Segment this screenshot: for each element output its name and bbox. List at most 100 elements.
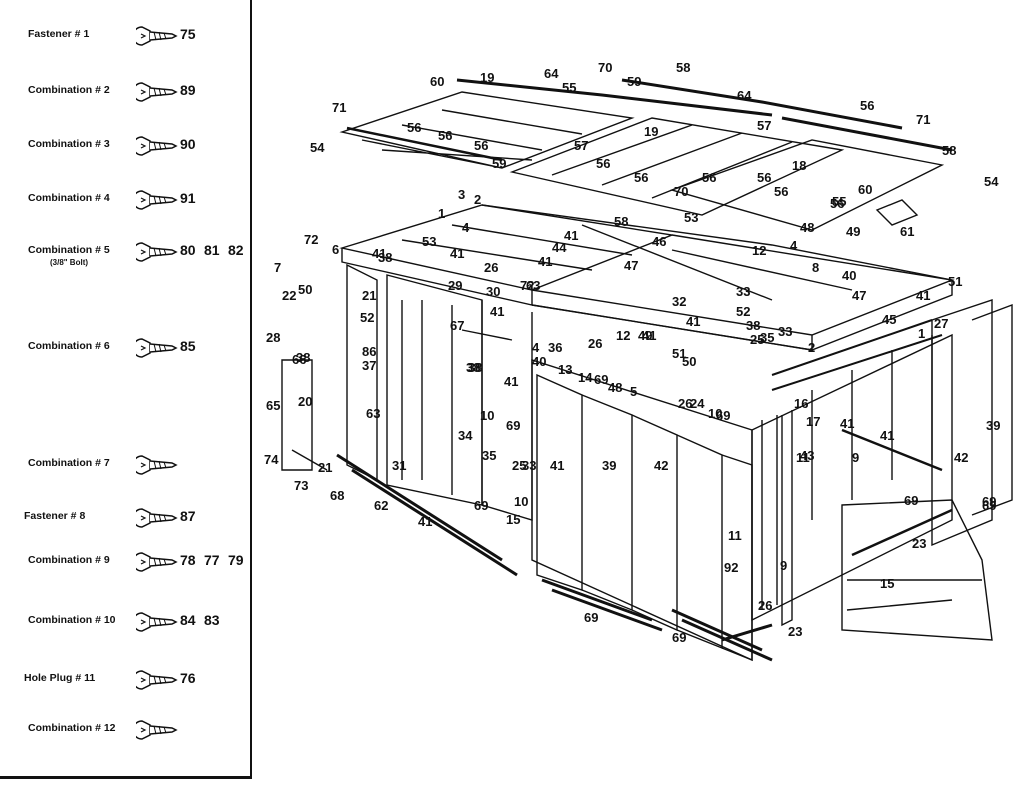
legend-part-number: 75: [180, 26, 196, 42]
part-callout: 10: [514, 494, 528, 509]
part-callout: 33: [736, 284, 750, 299]
legend-sublabel: (3/8" Bolt): [50, 258, 89, 267]
part-callout: 40: [842, 268, 856, 283]
part-callout: 26: [484, 260, 498, 275]
part-callout: 69: [982, 498, 996, 513]
part-callout: 69: [584, 610, 598, 625]
part-callout: 2: [808, 340, 815, 355]
screw-icon: [136, 670, 178, 690]
part-callout: 26: [678, 396, 692, 411]
part-callout: 41: [642, 328, 656, 343]
legend-part-number: 90: [180, 136, 196, 152]
part-callout: 6: [332, 242, 339, 257]
part-callout: 4: [532, 340, 540, 355]
part-callout: 72: [304, 232, 318, 247]
part-callout: 48: [608, 380, 622, 395]
part-callout: 58: [676, 60, 690, 75]
part-callout: 56: [860, 98, 874, 113]
part-callout: 39: [986, 418, 1000, 433]
part-callout: 53: [422, 234, 436, 249]
part-callout: 46: [652, 234, 666, 249]
part-callout: 41: [916, 288, 930, 303]
screw-icon: [136, 552, 178, 572]
part-callout: 8: [812, 260, 819, 275]
part-callout: 5: [630, 384, 637, 399]
legend-part-number: 81: [204, 242, 220, 258]
part-callout: 1: [918, 326, 925, 341]
part-callout: 57: [574, 138, 588, 153]
legend-part-number: 83: [204, 612, 220, 628]
part-callout: 51: [672, 346, 686, 361]
part-callout: 41: [490, 304, 504, 319]
part-callout: 43: [800, 448, 814, 463]
part-callout: 15: [506, 512, 520, 527]
legend-label: Combination # 9: [28, 554, 110, 566]
part-callout: 48: [800, 220, 814, 235]
part-callout: 69: [594, 372, 608, 387]
legend-part-number: 89: [180, 82, 196, 98]
screw-icon: [136, 455, 178, 475]
part-callout: 51: [948, 274, 962, 289]
legend-label: Combination # 3: [28, 138, 110, 150]
part-callout: 38: [378, 250, 392, 265]
part-callout: 64: [737, 88, 752, 103]
part-callout: 42: [654, 458, 668, 473]
part-callout: 17: [806, 414, 820, 429]
roof-panel-right: [669, 139, 945, 231]
part-callout: 25: [512, 458, 526, 473]
legend-part-number: 85: [180, 338, 196, 354]
legend-part-number: 77: [204, 552, 220, 568]
part-callout: 63: [366, 406, 380, 421]
legend-part-number: 91: [180, 190, 196, 206]
part-callout: 42: [954, 450, 968, 465]
part-callout: 22: [282, 288, 296, 303]
part-callout: 30: [486, 284, 500, 299]
part-callout: 56: [438, 128, 452, 143]
part-callout: 37: [362, 358, 376, 373]
part-callout: 39: [602, 458, 616, 473]
part-callout: 15: [880, 576, 894, 591]
part-callout: 23: [788, 624, 802, 639]
legend-label: Combination # 2: [28, 84, 110, 96]
part-callout: 54: [310, 140, 325, 155]
door-panel: [841, 499, 993, 641]
part-callout: 69: [672, 630, 686, 645]
roof-panel-center: [509, 117, 845, 216]
part-callout: 41: [450, 246, 464, 261]
part-callout: 35: [760, 330, 774, 345]
part-callout: 40: [532, 354, 546, 369]
screw-icon: [136, 508, 178, 528]
part-callout: 63: [526, 278, 540, 293]
legend-part-number: 84: [180, 612, 196, 628]
part-callout: 67: [450, 318, 464, 333]
part-callout: 4: [790, 238, 798, 253]
part-callout: 38: [296, 350, 310, 365]
part-callout: 69: [474, 498, 488, 513]
part-callout: 16: [794, 396, 808, 411]
part-callout: 58: [614, 214, 628, 229]
part-callout: 19: [644, 124, 658, 139]
legend-part-number: 79: [228, 552, 244, 568]
part-callout: 21: [362, 288, 376, 303]
legend-part-number: 78: [180, 552, 196, 568]
part-callout: 56: [407, 120, 421, 135]
part-callout: 14: [578, 370, 593, 385]
legend-label: Combination # 6: [28, 340, 110, 352]
part-callout: 56: [774, 184, 788, 199]
part-callout: 71: [916, 112, 930, 127]
part-callout: 13: [558, 362, 572, 377]
part-callout: 74: [264, 452, 279, 467]
part-callout: 9: [852, 450, 859, 465]
part-callout: 60: [858, 182, 872, 197]
legend-part-number: 80: [180, 242, 196, 258]
legend-part-number: 76: [180, 670, 196, 686]
part-callout: 41: [504, 374, 518, 389]
part-callout: 7: [274, 260, 281, 275]
part-callout: 41: [550, 458, 564, 473]
part-callout: 3: [458, 187, 465, 202]
part-callout: 56: [474, 138, 488, 153]
roof-panel-left: [339, 91, 635, 169]
part-callout: 52: [360, 310, 374, 325]
right-wall: [751, 333, 953, 622]
